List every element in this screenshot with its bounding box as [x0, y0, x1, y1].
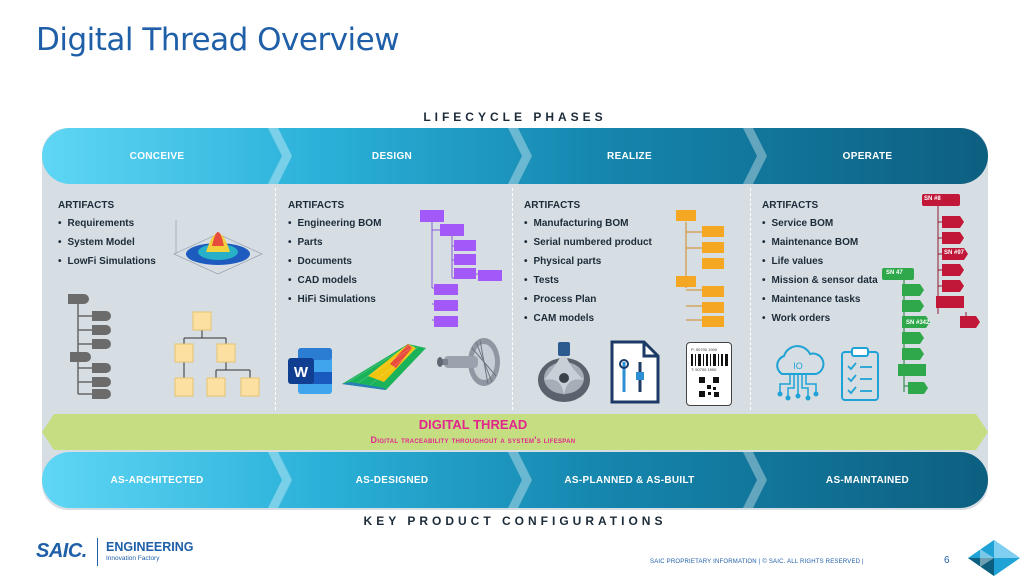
artifact-item: Process Plan: [524, 294, 652, 313]
orange-bom-tree-icon: [676, 210, 724, 327]
config-as-maintained: AS-MAINTAINED: [825, 474, 910, 486]
surface-plot-icon: [173, 220, 263, 275]
artifacts-heading: ARTIFACTS: [58, 200, 115, 211]
artifact-item: Documents: [288, 256, 381, 275]
column-divider: [275, 188, 276, 410]
svg-text:IO: IO: [793, 361, 803, 371]
qr-code-icon: [699, 377, 719, 397]
serial-number-tree-icon: [882, 194, 980, 394]
artifacts-heading: ARTIFACTS: [288, 200, 345, 211]
saic-pyramid-logo-icon: [968, 540, 1020, 576]
engineering-unit-subtitle: Innovation Factory: [106, 555, 160, 562]
artifact-item: System Model: [58, 237, 156, 256]
artifact-item: Physical parts: [524, 256, 652, 275]
artifact-item: Work orders: [762, 313, 878, 332]
column-divider: [512, 188, 513, 410]
barcode-text: T: 50700 1900: [691, 367, 717, 372]
phase-realize: REALIZE: [607, 150, 652, 162]
impeller-icon: [538, 342, 590, 402]
digital-thread-arrow: [42, 414, 988, 450]
flowchart-icon: [174, 311, 260, 397]
digital-thread-title: DIGITAL THREAD: [418, 417, 528, 432]
config-as-planned-built: AS-PLANNED & AS-BUILT: [564, 474, 695, 486]
column-divider: [750, 188, 751, 410]
turbine-icon: [437, 338, 500, 386]
hierarchy-tree-icon: [68, 294, 111, 399]
configurations-caption: KEY PRODUCT CONFIGURATIONS: [363, 514, 667, 528]
word-doc-icon: W: [288, 348, 332, 394]
realize-artifacts: ARTIFACTS Manufacturing BOM Serial numbe…: [524, 200, 652, 332]
artifact-item: Tests: [524, 275, 652, 294]
phase-conceive: CONCEIVE: [129, 150, 185, 162]
purple-bom-tree-icon: [420, 210, 502, 327]
artifact-item: Manufacturing BOM: [524, 218, 652, 237]
conceive-artifacts: ARTIFACTS Requirements System Model LowF…: [58, 200, 156, 275]
artifact-item: Engineering BOM: [288, 218, 382, 237]
barcode-label-icon: P: 50700 1900 T: 50700 1900: [686, 342, 732, 406]
barcode-text: P: 50700 1900: [691, 347, 718, 352]
chevron-divider-icon: [268, 128, 292, 184]
artifact-item: Serial numbered product: [524, 237, 652, 256]
artifacts-heading: ARTIFACTS: [524, 200, 581, 211]
chevron-divider-icon: [508, 452, 532, 508]
artifact-item: Requirements: [58, 218, 156, 237]
operate-artifacts: ARTIFACTS Service BOM Maintenance BOM Li…: [762, 200, 878, 332]
artifacts-heading: ARTIFACTS: [762, 200, 819, 211]
page-number: 6: [944, 555, 950, 566]
artifact-item: Life values: [762, 256, 878, 275]
chevron-divider-icon: [743, 452, 767, 508]
barcode-bars: [691, 354, 728, 366]
phase-operate: OPERATE: [842, 150, 893, 162]
artifact-item: Mission & sensor data: [762, 275, 878, 294]
artifact-item: Service BOM: [762, 218, 878, 237]
engineering-unit-name: ENGINEERING: [106, 540, 194, 554]
artifact-item: Parts: [288, 237, 381, 256]
phase-design: DESIGN: [371, 150, 413, 162]
artifact-item: CAD models: [288, 275, 381, 294]
config-as-designed: AS-DESIGNED: [355, 474, 429, 486]
page-title: Digital Thread Overview: [36, 22, 400, 58]
serial-tag-label: SN #8: [924, 196, 941, 202]
saic-logo: SAIC.: [36, 540, 87, 562]
configurations-band: AS-ARCHITECTED AS-DESIGNED AS-PLANNED & …: [42, 452, 988, 508]
serial-tag-label: SN #97: [944, 250, 965, 256]
cloud-iot-icon: IO: [776, 345, 825, 401]
fea-mesh-icon: [342, 344, 426, 390]
lifecycle-caption: LIFECYCLE PHASES: [423, 110, 607, 124]
lifecycle-phases-band: CONCEIVE DESIGN REALIZE OPERATE: [42, 128, 988, 184]
artifact-item: LowFi Simulations: [58, 256, 156, 275]
spec-document-icon: [610, 340, 660, 404]
artifact-item: HiFi Simulations: [288, 294, 381, 313]
artifact-item: Maintenance BOM: [762, 237, 878, 256]
artifact-item: Maintenance tasks: [762, 294, 878, 313]
chevron-divider-icon: [508, 128, 532, 184]
logo-divider: [97, 538, 98, 566]
checklist-icon: [841, 347, 879, 401]
serial-tag-label: SN 47: [886, 270, 903, 276]
chevron-divider-icon: [743, 128, 767, 184]
serial-tag-label: SN #342: [906, 320, 930, 326]
footer-legal-text: SAIC PROPRIETARY INFORMATION | © SAIC. A…: [650, 559, 864, 565]
digital-thread-subtitle: Digital traceability throughout a system…: [370, 435, 576, 445]
chevron-divider-icon: [268, 452, 292, 508]
svg-text:W: W: [294, 364, 309, 381]
artifact-item: CAM models: [524, 313, 652, 332]
design-artifacts: ARTIFACTS Engineering BOM Parts Document…: [288, 200, 381, 313]
config-as-architected: AS-ARCHITECTED: [110, 474, 204, 486]
